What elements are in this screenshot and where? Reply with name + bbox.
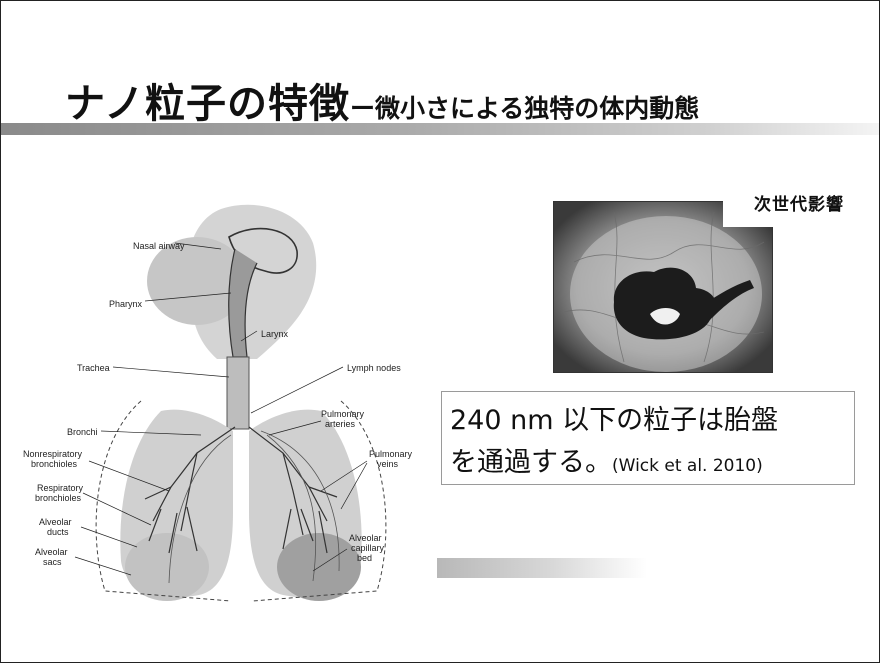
label-bronchi: Bronchi: [67, 427, 98, 437]
callout-box: 240 nm 以下の粒子は胎盤 を通過する。(Wick et al. 2010): [441, 391, 855, 485]
callout-line2: を通過する。(Wick et al. 2010): [450, 440, 763, 479]
label-alveolar-capillary-3: bed: [357, 553, 372, 563]
slide-title: ナノ粒子の特徴ー微小さによる独特の体内動態: [65, 71, 699, 129]
label-lymph-nodes: Lymph nodes: [347, 363, 401, 373]
label-trachea: Trachea: [77, 363, 110, 373]
trachea: [227, 357, 249, 429]
left-lung-base: [125, 533, 209, 601]
label-nonrespiratory-2: bronchioles: [31, 459, 78, 469]
label-alveolar-ducts-1: Alveolar: [39, 517, 72, 527]
respiratory-diagram: Nasal airway Pharynx Larynx Trachea Lymp…: [21, 191, 441, 611]
label-pulmonary-arteries-1: Pulmonary: [321, 409, 365, 419]
label-pulmonary-veins-2: veins: [377, 459, 399, 469]
placenta-photo-svg: [554, 202, 772, 372]
label-pulmonary-arteries-2: arteries: [325, 419, 356, 429]
label-pulmonary-veins-1: Pulmonary: [369, 449, 413, 459]
callout-line1: 240 nm 以下の粒子は胎盤: [450, 398, 778, 437]
label-alveolar-sacs-2: sacs: [43, 557, 62, 567]
title-underline-band: [1, 123, 879, 135]
title-main: ナノ粒子の特徴: [65, 81, 350, 127]
label-larynx: Larynx: [261, 329, 289, 339]
title-subtitle: ー微小さによる独特の体内動態: [350, 94, 699, 123]
label-alveolar-capillary-2: capillary: [351, 543, 385, 553]
label-nonrespiratory-1: Nonrespiratory: [23, 449, 83, 459]
label-alveolar-capillary-1: Alveolar: [349, 533, 382, 543]
callout-citation: (Wick et al. 2010): [612, 456, 763, 476]
respiratory-diagram-svg: Nasal airway Pharynx Larynx Trachea Lymp…: [21, 191, 441, 611]
label-nasal-airway: Nasal airway: [133, 241, 185, 251]
label-alveolar-sacs-1: Alveolar: [35, 547, 68, 557]
callout-line2-main: を通過する。: [450, 447, 612, 478]
label-alveolar-ducts-2: ducts: [47, 527, 69, 537]
label-respiratory-bronchioles-2: bronchioles: [35, 493, 82, 503]
label-pharynx: Pharynx: [109, 299, 143, 309]
label-respiratory-bronchioles-1: Respiratory: [37, 483, 84, 493]
photo-label: 次世代影響: [723, 183, 875, 227]
decorative-band: [437, 558, 647, 578]
